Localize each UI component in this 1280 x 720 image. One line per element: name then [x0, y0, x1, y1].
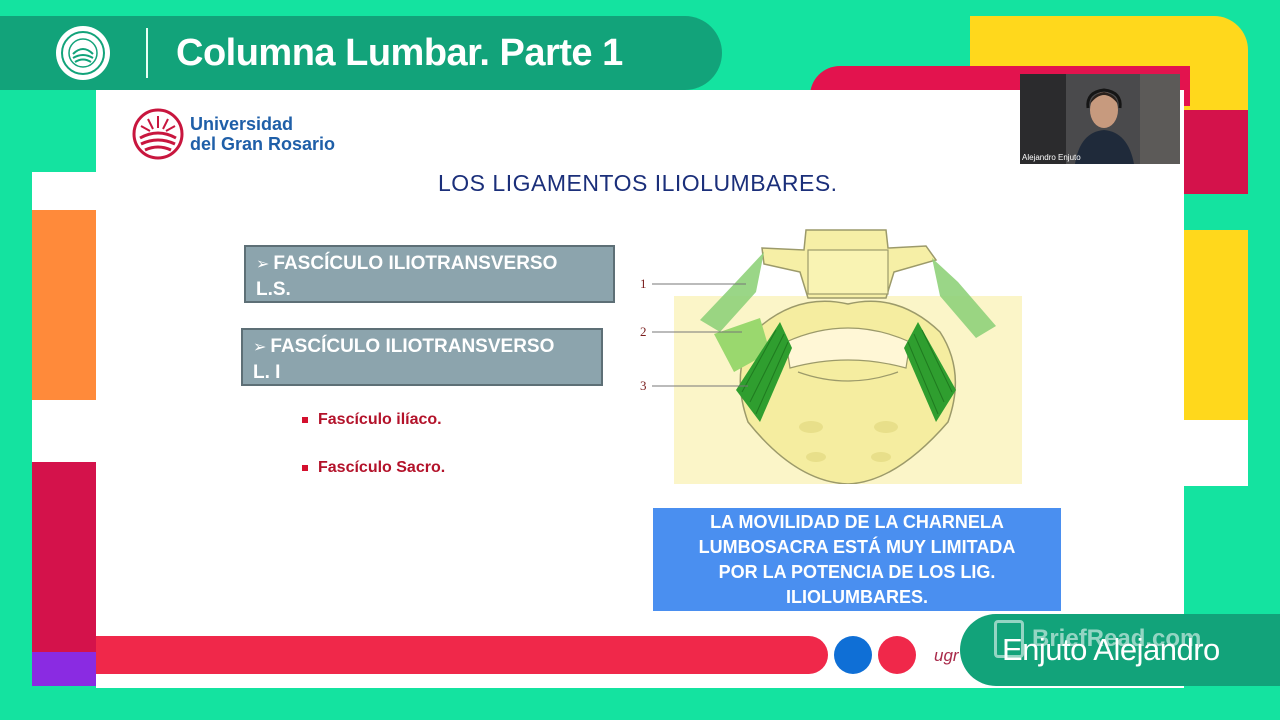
presenter-video-frame [1020, 74, 1180, 164]
university-name-line2: del Gran Rosario [190, 134, 336, 154]
decor-white-left [32, 172, 98, 212]
video-title-bar: Columna Lumbar. Parte 1 [0, 16, 722, 90]
briefread-watermark: BriefRead.com [994, 620, 1201, 658]
decor-purple-side [32, 652, 98, 686]
presenter-name: Enjuto Alejandro [1002, 632, 1220, 667]
arrow-bullet-icon: ➢ [253, 339, 267, 356]
presenter-webcam: Alejandro Enjuto [1020, 74, 1180, 164]
decor-yellow-side [1180, 230, 1248, 420]
university-name: Universidad del Gran Rosario [190, 114, 335, 154]
fascicle-box-ls: ➢FASCÍCULO ILIOTRANSVERSO L.S. [244, 245, 615, 303]
footer-blue-dot [834, 636, 872, 674]
note-line: ILIOLUMBARES. [786, 586, 928, 607]
decor-orange-side [32, 210, 98, 400]
bullet-item: Fascículo ilíaco. [302, 411, 442, 429]
video-title: Columna Lumbar. Parte 1 [176, 31, 623, 74]
mobility-note-box: LA MOVILIDAD DE LA CHARNELA LUMBOSACRA E… [653, 508, 1061, 611]
box-subtitle: L. I [253, 362, 281, 383]
bullet-item: Fascículo Sacro. [302, 459, 445, 477]
arrow-bullet-icon: ➢ [256, 256, 270, 273]
square-bullet-icon [302, 417, 308, 423]
note-line: LA MOVILIDAD DE LA CHARNELA [710, 511, 1004, 532]
fascicle-box-li: ➢FASCÍCULO ILIOTRANSVERSO L. I [241, 328, 603, 386]
footer-red-dot [878, 636, 916, 674]
slide-heading: LOS LIGAMENTOS ILIOLUMBARES. [438, 170, 838, 196]
decor-crimson-block [1180, 110, 1248, 194]
footer-text: ugr [934, 646, 959, 665]
university-emblem-icon [132, 108, 184, 160]
decor-white-left-2 [32, 400, 98, 462]
webcam-participant-name: Alejandro Enjuto [1022, 153, 1081, 162]
note-line: LUMBOSACRA ESTÁ MUY LIMITADA [698, 536, 1016, 557]
figure-label-2: 2 [640, 324, 647, 339]
box-title: FASCÍCULO ILIOTRANSVERSO [270, 336, 555, 357]
bullet-text: Fascículo ilíaco. [318, 411, 442, 428]
decor-white-side [1180, 420, 1248, 486]
university-name-line1: Universidad [190, 114, 294, 134]
figure-label-3: 3 [640, 378, 647, 393]
university-seal-icon [56, 26, 110, 80]
bullet-text: Fascículo Sacro. [318, 459, 446, 476]
title-separator [146, 28, 148, 78]
document-icon [994, 620, 1024, 658]
decor-crimson-side [32, 462, 98, 652]
watermark-text: BriefRead.com [1032, 625, 1202, 652]
box-subtitle: L.S. [256, 279, 291, 300]
box-title: FASCÍCULO ILIOTRANSVERSO [273, 253, 558, 274]
presenter-name-badge: Enjuto Alejandro [960, 614, 1280, 686]
lumbosacral-ligament-illustration: 1 2 3 [636, 222, 1022, 485]
square-bullet-icon [302, 465, 308, 471]
university-logo: Universidad del Gran Rosario [132, 108, 335, 160]
note-line: POR LA POTENCIA DE LOS LIG. [718, 561, 996, 582]
footer-red-bar [96, 636, 828, 674]
figure-label-1: 1 [640, 276, 647, 291]
